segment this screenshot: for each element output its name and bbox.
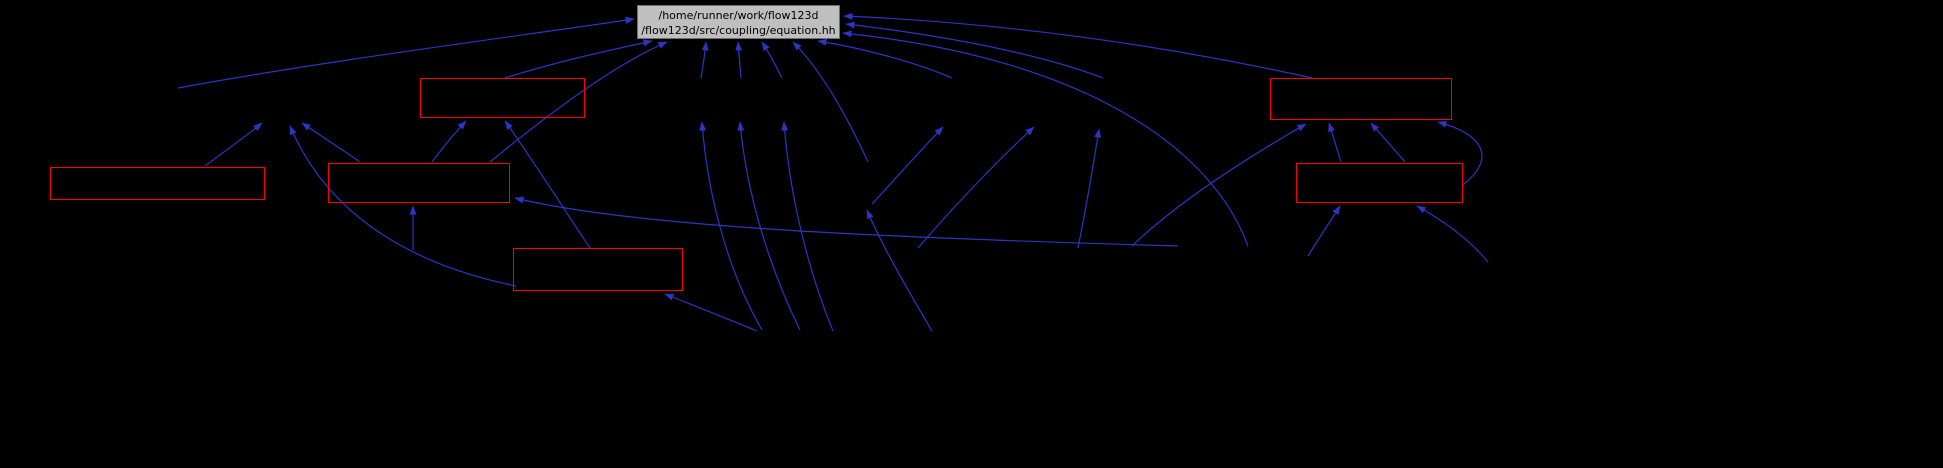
- main-node: /home/runner/work/flow123d /flow123d/src…: [637, 5, 840, 39]
- dependency-edge: [843, 12, 1313, 79]
- dependency-edge: [514, 196, 1179, 247]
- dependency-edge: [917, 126, 1035, 249]
- dependency-edges: [177, 12, 1489, 332]
- dependency-edge: [792, 41, 869, 163]
- dependency-edge: [845, 21, 1104, 79]
- dependency-edge: [842, 30, 1249, 247]
- graph-node-2[interactable]: [50, 167, 265, 200]
- dependency-edge: [735, 41, 743, 79]
- dependency-edge: [1077, 128, 1102, 249]
- dependency-edge: [301, 122, 361, 163]
- dependency-edge: [1416, 205, 1489, 263]
- dependency-edge: [781, 121, 834, 332]
- dependency-edge: [1328, 122, 1342, 163]
- dependency-edge: [1131, 123, 1307, 247]
- dependency-edge: [699, 121, 763, 331]
- graph-node-5[interactable]: [1270, 78, 1452, 120]
- graph-node-4[interactable]: [513, 248, 683, 291]
- dependency-edge: [871, 126, 944, 205]
- dependency-edge: [289, 125, 517, 287]
- main-node-path-line-1: /home/runner/work/flow123d: [658, 9, 819, 22]
- dependency-edge: [1307, 205, 1341, 257]
- dependency-edge: [1370, 122, 1406, 163]
- dependency-edge: [761, 41, 783, 79]
- dependency-edge: [504, 120, 591, 249]
- dependency-edge: [817, 38, 953, 79]
- dependency-edge: [177, 16, 635, 89]
- dependency-edge: [866, 209, 933, 332]
- graph-node-3[interactable]: [328, 163, 510, 203]
- dependency-edge: [737, 121, 801, 331]
- dependency-edge: [700, 41, 709, 79]
- dependency-edge: [504, 39, 653, 79]
- dependency-edge: [204, 122, 263, 167]
- dependency-edge: [431, 120, 467, 163]
- dependency-edge: [664, 293, 758, 332]
- graph-node-6[interactable]: [1296, 163, 1463, 203]
- main-node-path-line-2: /flow123d/src/coupling/equation.hh: [641, 24, 836, 37]
- dependency-edge: [1437, 120, 1483, 186]
- graph-node-1[interactable]: [420, 78, 585, 118]
